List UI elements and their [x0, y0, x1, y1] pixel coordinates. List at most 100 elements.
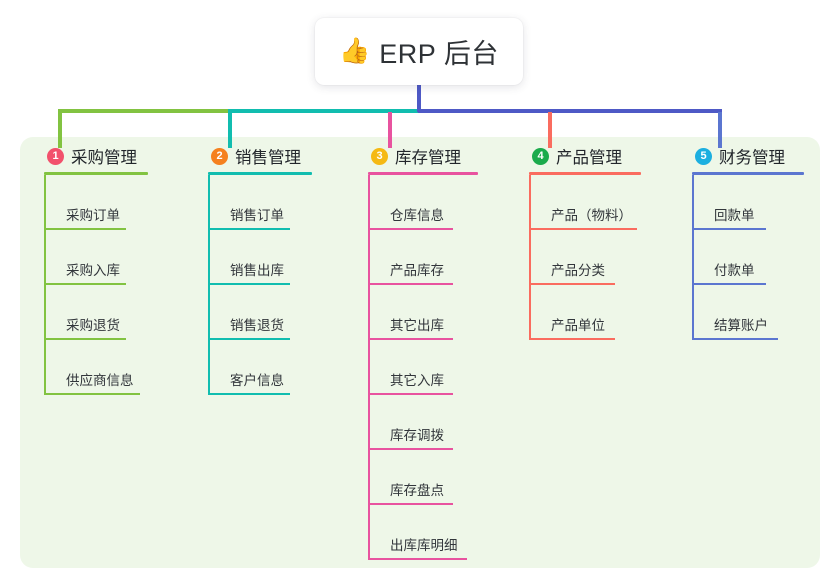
branch-spine [692, 175, 694, 340]
branch-item[interactable]: 销售出库 [208, 230, 312, 285]
branch-item[interactable]: 仓库信息 [368, 175, 478, 230]
branch-item-rule [529, 338, 615, 340]
drop-connector-5 [718, 112, 722, 148]
branch-item[interactable]: 其它入库 [368, 340, 478, 395]
branch-item[interactable]: 采购订单 [44, 175, 148, 230]
branch-item-label: 仓库信息 [390, 207, 444, 223]
drop-connector-2 [228, 112, 232, 148]
branch-header-4[interactable]: 4 产品管理 [529, 146, 641, 167]
branch-item[interactable]: 产品（物料） [529, 175, 641, 230]
branch-header-rule [529, 172, 641, 175]
branch-item-label: 库存盘点 [390, 482, 444, 498]
branch-column-4: 4 产品管理产品（物料） 产品分类产品单位 [529, 146, 641, 340]
branch-spine [44, 175, 46, 395]
branch-items: 回款单付款单结算账户 [692, 175, 804, 340]
branch-item-label: 其它入库 [390, 372, 444, 388]
branch-item[interactable]: 销售订单 [208, 175, 312, 230]
branch-item-label: 付款单 [714, 262, 755, 278]
branch-spine [208, 175, 210, 395]
branch-title: 产品管理 [556, 149, 622, 167]
branch-item-label: 出库库明细 [390, 537, 458, 553]
branch-item-rule [368, 503, 453, 505]
branch-item-rule [368, 393, 453, 395]
branch-item-label: 销售出库 [230, 262, 284, 278]
branch-item[interactable]: 结算账户 [692, 285, 804, 340]
drop-connector-1 [58, 112, 62, 148]
branch-item-rule [44, 228, 126, 230]
branch-item-label: 销售订单 [230, 207, 284, 223]
branch-item-label: 供应商信息 [66, 372, 134, 388]
branch-item-label: 销售退货 [230, 317, 284, 333]
branch-item-label: 结算账户 [714, 317, 768, 333]
branch-item-rule [692, 338, 778, 340]
branch-item-rule [44, 393, 140, 395]
branch-item-rule [44, 283, 126, 285]
branch-item-rule [208, 228, 290, 230]
branch-item[interactable]: 产品库存 [368, 230, 478, 285]
branch-number-badge: 5 [695, 147, 712, 165]
branch-item[interactable]: 其它出库 [368, 285, 478, 340]
connector-segment-3 [418, 109, 722, 113]
branch-item[interactable]: 客户信息 [208, 340, 312, 395]
branch-item-rule [368, 558, 467, 560]
branch-item-label: 库存调拨 [390, 427, 444, 443]
branch-item[interactable]: 出库库明细 [368, 505, 478, 560]
branch-item-label: 采购订单 [66, 207, 120, 223]
branch-item[interactable]: 库存盘点 [368, 450, 478, 505]
branch-item[interactable]: 供应商信息 [44, 340, 148, 395]
branch-item-rule [529, 283, 615, 285]
branch-item[interactable]: 采购退货 [44, 285, 148, 340]
branch-item[interactable]: 库存调拨 [368, 395, 478, 450]
branch-item[interactable]: 销售退货 [208, 285, 312, 340]
branch-item-rule [368, 283, 453, 285]
branch-items: 采购订单采购入库采购退货供应商信息 [44, 175, 148, 395]
branch-spine [368, 175, 370, 560]
branch-item[interactable]: 产品单位 [529, 285, 641, 340]
branch-item-rule [368, 448, 453, 450]
branch-header-rule [44, 172, 148, 175]
branch-item[interactable]: 产品分类 [529, 230, 641, 285]
branch-item-rule [692, 228, 766, 230]
root-stem-connector [417, 85, 421, 112]
branch-title: 销售管理 [235, 149, 301, 167]
branch-header-rule [692, 172, 804, 175]
branch-item-label: 回款单 [714, 207, 755, 223]
branch-items: 仓库信息产品库存其它出库其它入库库存调拨库存盘点出库库明细 [368, 175, 478, 560]
thumbs-up-icon: 👍 [339, 37, 371, 65]
connector-segment-2 [228, 109, 418, 113]
branch-item-label: 产品库存 [390, 262, 444, 278]
branch-items: 销售订单销售出库销售退货客户信息 [208, 175, 312, 395]
connector-segment-1 [58, 109, 228, 113]
branch-spine [529, 175, 531, 340]
branch-column-5: 5 财务管理回款单付款单结算账户 [692, 146, 804, 340]
branch-item[interactable]: 采购入库 [44, 230, 148, 285]
branch-number-badge: 4 [532, 147, 549, 165]
branch-title: 财务管理 [719, 149, 785, 167]
root-node[interactable]: 👍 ERP 后台 [315, 18, 523, 85]
branch-item-rule [208, 338, 290, 340]
branch-item[interactable]: 付款单 [692, 230, 804, 285]
branch-items: 产品（物料） 产品分类产品单位 [529, 175, 641, 340]
branch-title: 采购管理 [71, 149, 137, 167]
branch-item-label: 采购退货 [66, 317, 120, 333]
branch-item-label: 产品分类 [551, 262, 605, 278]
branch-item-rule [368, 228, 453, 230]
branches-panel [20, 137, 820, 568]
branch-title: 库存管理 [395, 149, 461, 167]
branch-item-rule [529, 228, 637, 230]
branch-item-rule [692, 283, 766, 285]
branch-item-label: 采购入库 [66, 262, 120, 278]
branch-item-rule [208, 393, 290, 395]
root-node-content: 👍 ERP 后台 [339, 32, 499, 71]
branch-item[interactable]: 回款单 [692, 175, 804, 230]
branch-header-5[interactable]: 5 财务管理 [692, 146, 804, 167]
drop-connector-3 [388, 112, 392, 148]
branch-item-label: 产品单位 [551, 317, 605, 333]
